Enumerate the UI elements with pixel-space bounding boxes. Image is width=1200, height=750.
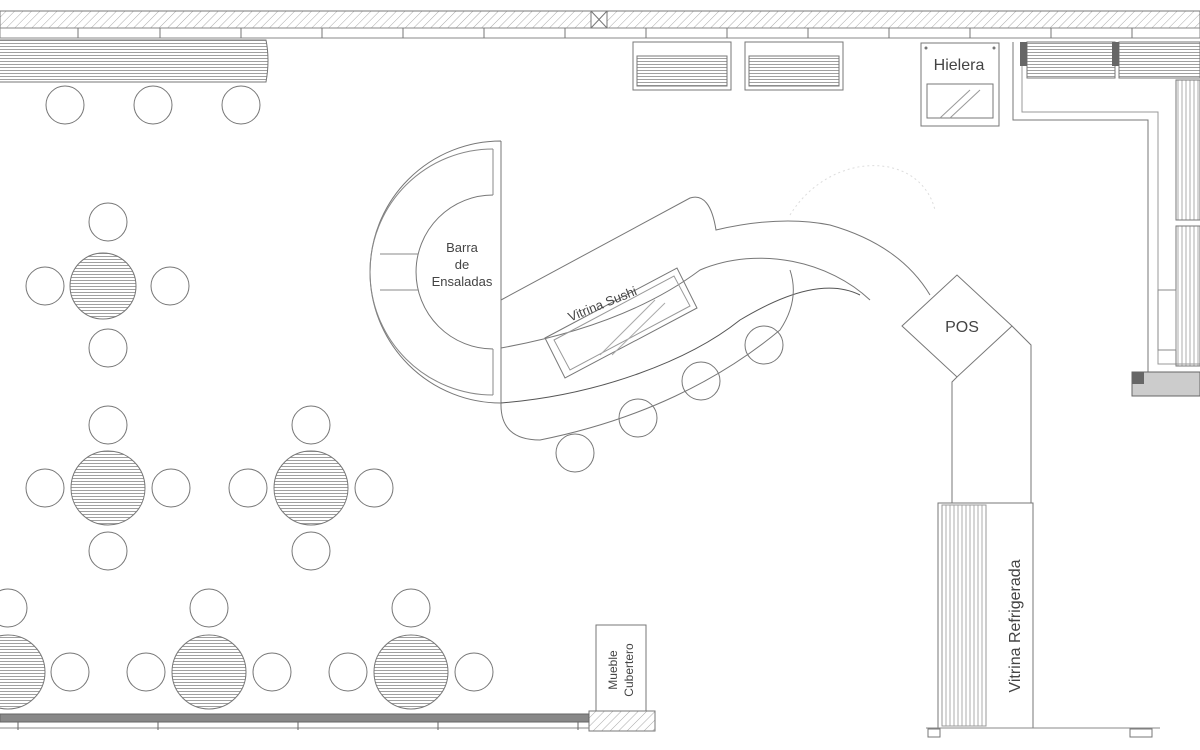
round-table-set [328, 588, 494, 710]
right-counter [1012, 41, 1200, 397]
stool [681, 361, 721, 401]
ice-chest [920, 42, 1000, 127]
salad-bar [369, 140, 502, 404]
ice-chest-label: Hielera [934, 57, 985, 74]
stool [618, 398, 658, 438]
refrigerated-case-label: Vitrina Refrigerada [1007, 559, 1024, 692]
round-table-set [0, 588, 90, 710]
stool [555, 433, 595, 473]
sofa-top-1 [632, 41, 732, 91]
cutlery-cabinet-label: Mueble [606, 650, 620, 690]
stool [744, 325, 784, 365]
sushi-counter [500, 196, 931, 441]
sushi-case-label: Vitrina Sushi [566, 283, 639, 324]
stool [133, 85, 173, 125]
refrigerated-display-case [926, 502, 1160, 738]
salad-bar-label: Barra [446, 240, 479, 255]
cutlery-cabinet-label: Cubertero [622, 643, 636, 697]
round-table-set [126, 588, 292, 710]
wall-ticks [77, 28, 1133, 38]
pos-station [901, 274, 1032, 504]
salad-bar-label: de [455, 257, 469, 272]
stool [221, 85, 261, 125]
sushi-dashed-arc [789, 165, 936, 216]
stool [45, 85, 85, 125]
salad-bar-label: Ensaladas [432, 274, 493, 289]
round-table-set [228, 405, 394, 571]
round-table-set [25, 202, 190, 368]
sofa-top-2 [744, 41, 844, 91]
sushi-display-case [544, 267, 698, 379]
top-wall [0, 10, 1200, 39]
round-table-set [25, 405, 191, 571]
pos-label: POS [945, 319, 979, 336]
bottom-wall [0, 713, 590, 730]
wall-bench-top-left [0, 39, 269, 83]
